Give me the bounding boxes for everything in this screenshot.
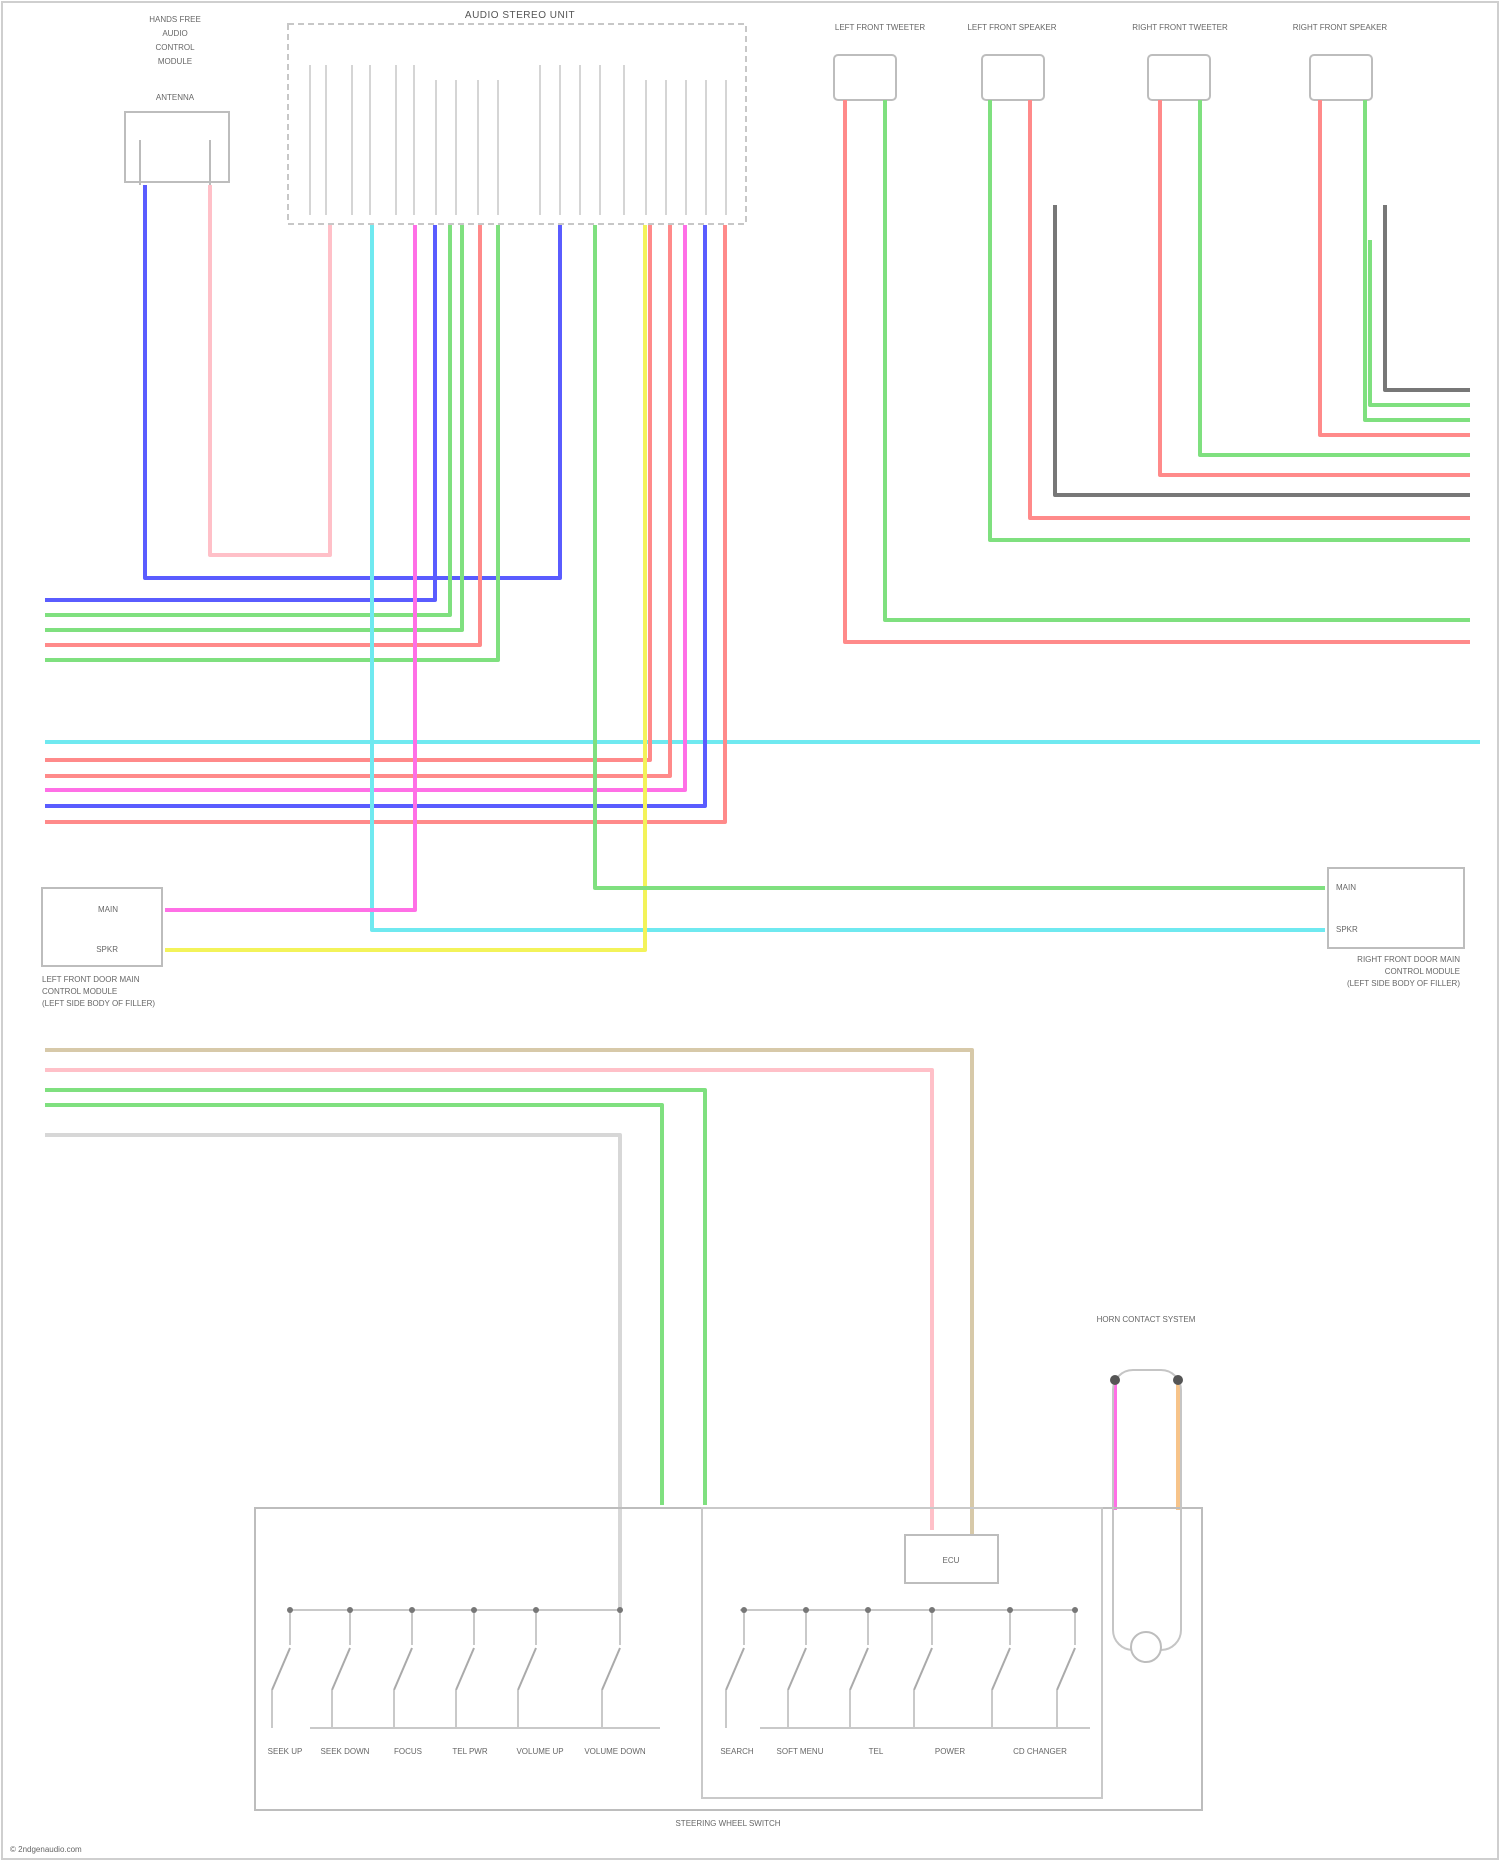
top-left-module: HANDS FREE AUDIO CONTROL MODULE ANTENNA [125,15,229,185]
switch-contact [850,1607,871,1728]
switch-label: VOLUME DOWN [584,1747,646,1756]
switch-label: SOFT MENU [777,1747,824,1756]
switch-label: CD CHANGER [1013,1747,1067,1756]
switch-contact [788,1607,809,1728]
switch-label: SEEK UP [268,1747,303,1756]
switch-label: SEARCH [720,1747,754,1756]
module-caption: LEFT FRONT DOOR MAIN [42,975,140,984]
module-pin: MAIN [1336,883,1356,892]
bottom-box-label: STEERING WHEEL SWITCH [675,1819,780,1828]
module-label-line: MODULE [158,57,192,66]
left-door-module: MAIN SPKR LEFT FRONT DOOR MAIN CONTROL M… [42,888,162,1008]
switch-label: POWER [935,1747,965,1756]
switch-label: TEL [869,1747,884,1756]
switch-contact [1057,1607,1078,1728]
steering-wheel-switch: ECU STEERING WHEEL SWITCH HORN CONTACT S… [255,1315,1202,1828]
switch-contact [272,1607,293,1728]
radio-pin-labels [310,65,726,215]
horn-icon [1131,1632,1161,1662]
switch-label: SEEK DOWN [321,1747,370,1756]
switch-contact [602,1607,623,1728]
speaker-label: LEFT FRONT SPEAKER [967,23,1056,32]
module-pin: SPKR [96,945,118,954]
speakers: LEFT FRONT TWEETER LEFT FRONT SPEAKER RI… [834,23,1387,100]
module-label-line: AUDIO [162,29,187,38]
wires-bottom [45,1050,1178,1612]
wires-speakers [845,100,1470,642]
wires-top-left [45,185,1480,950]
module-label-line: HANDS FREE [149,15,201,24]
switch-contact [394,1607,415,1728]
switch-contact [992,1607,1013,1728]
switch-labels-left: SEEK UP SEEK DOWN FOCUS TEL PWR VOLUME U… [268,1747,646,1756]
module-pin: SPKR [1336,925,1358,934]
speaker-label: LEFT FRONT TWEETER [835,23,925,32]
switch-contact [726,1607,747,1728]
right-door-module: MAIN SPKR RIGHT FRONT DOOR MAIN CONTROL … [1328,868,1464,988]
module-caption: RIGHT FRONT DOOR MAIN [1357,955,1460,964]
switch-label: TEL PWR [452,1747,487,1756]
module-pin: MAIN [98,905,118,914]
speaker-connector [834,55,896,100]
switch-contact [456,1607,477,1728]
speaker-connector [1310,55,1372,100]
switch-contact [518,1607,539,1728]
watermark: © 2ndgenaudio.com [10,1845,82,1854]
module-caption: CONTROL MODULE [1385,967,1460,976]
speaker-connector [982,55,1044,100]
radio-label: AUDIO STEREO UNIT [465,10,575,21]
audio-stereo-unit: AUDIO STEREO UNIT [288,10,746,224]
speaker-label: RIGHT FRONT SPEAKER [1293,23,1388,32]
horn-terminal [1110,1375,1120,1385]
module-caption: (LEFT SIDE BODY OF FILLER) [42,999,155,1008]
horn-label: HORN CONTACT SYSTEM [1097,1315,1196,1324]
switch-label: VOLUME UP [516,1747,563,1756]
switch-labels-right: SEARCH SOFT MENU TEL POWER CD CHANGER [720,1747,1067,1756]
module-label-line: ANTENNA [156,93,195,102]
switch-label: FOCUS [394,1747,422,1756]
module-label-line: CONTROL [155,43,195,52]
switch-contact [914,1607,935,1728]
speaker-label: RIGHT FRONT TWEETER [1132,23,1228,32]
module-caption: (LEFT SIDE BODY OF FILLER) [1347,979,1460,988]
switch-contact [332,1607,353,1728]
module-caption: CONTROL MODULE [42,987,117,996]
horn-terminal [1173,1375,1183,1385]
ecu-label: ECU [943,1556,960,1565]
speaker-connector [1148,55,1210,100]
